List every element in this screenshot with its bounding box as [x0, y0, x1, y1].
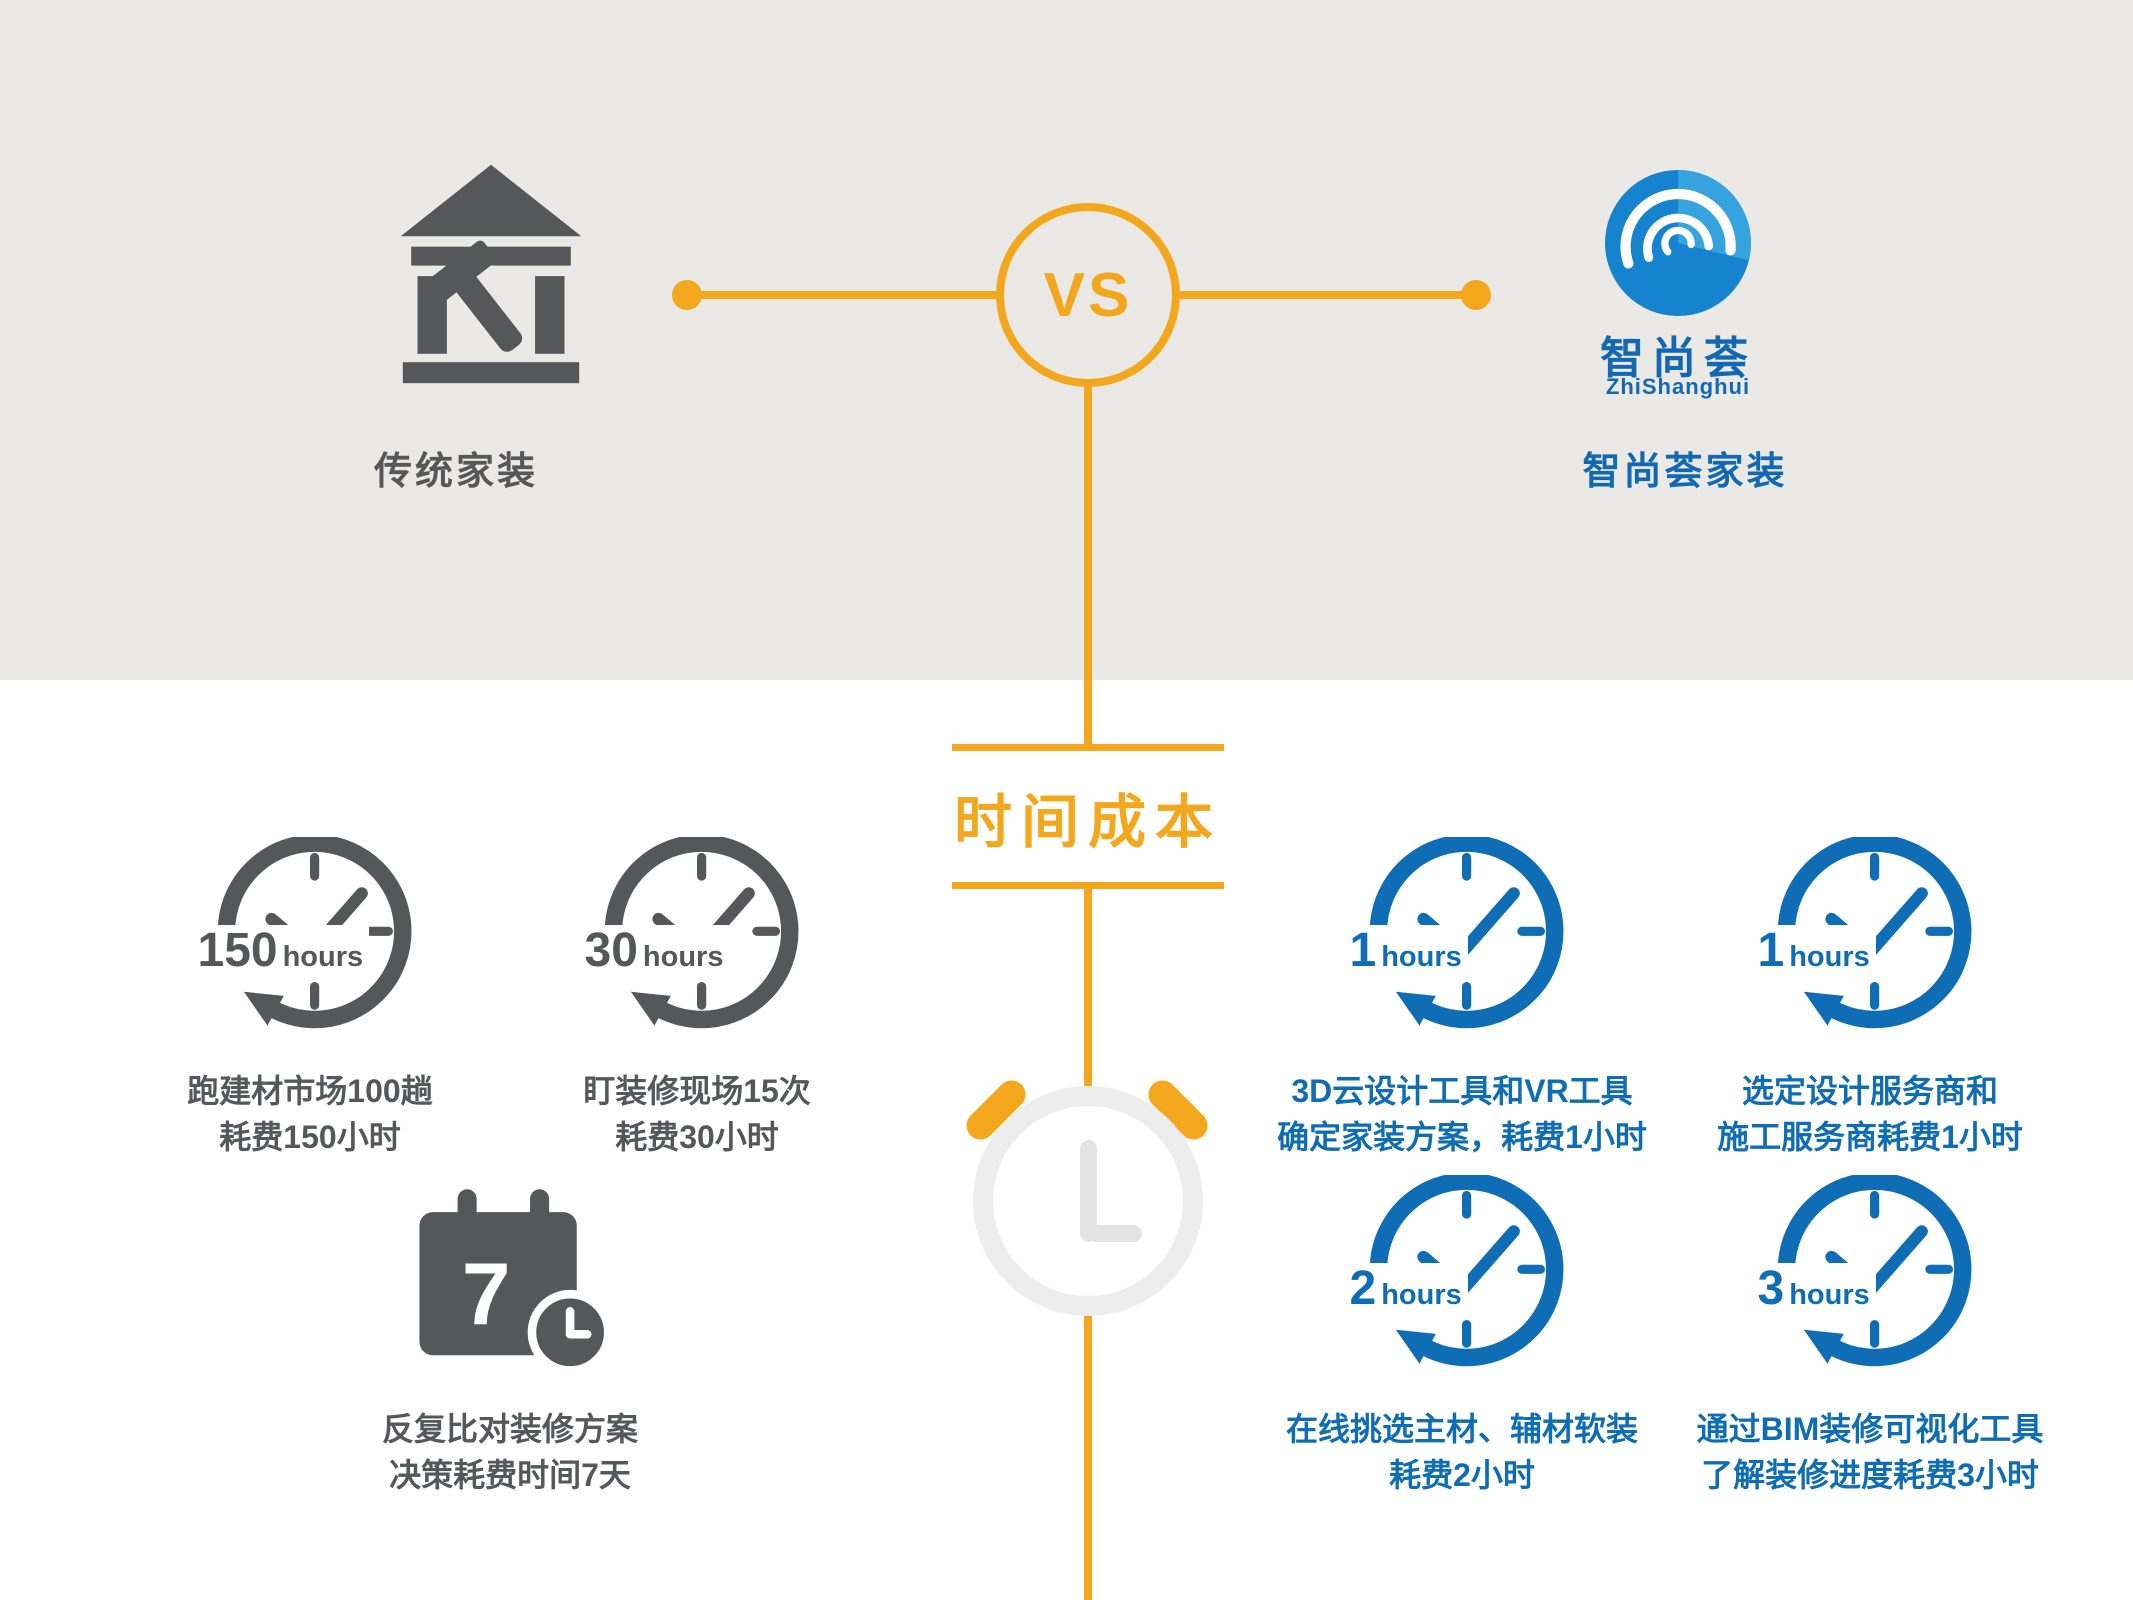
- caption-line: 3D云设计工具和VR工具: [1291, 1073, 1633, 1109]
- clock-hand-vertical: [1080, 1140, 1097, 1242]
- connector-line-right: [1180, 291, 1476, 299]
- brand-name-en: ZhiShanghui: [1605, 374, 1751, 399]
- hours-label: 2 hours: [1343, 1262, 1468, 1315]
- brand-name-cn: 智尚荟: [1600, 334, 1756, 383]
- connector-dot-right: [1461, 280, 1491, 310]
- calendar-glyph: 7: [418, 1189, 613, 1375]
- section-title-rule-bottom: [952, 882, 1224, 889]
- stat-caption: 通过BIM装修可视化工具 了解装修进度耗费3小时: [1697, 1406, 2044, 1498]
- hours-unit: hours: [282, 941, 364, 973]
- hours-label: 30 hours: [578, 924, 730, 977]
- hours-value: 3: [1757, 1262, 1785, 1315]
- calendar-day-number: 7: [461, 1246, 510, 1344]
- stat-caption: 盯装修现场15次 耗费30小时: [583, 1068, 811, 1160]
- caption-line: 决策耗费时间7天: [389, 1457, 631, 1493]
- hours-label: 3 hours: [1751, 1262, 1876, 1315]
- caption-line: 在线挑选主材、辅材软装: [1285, 1411, 1638, 1447]
- stat-brand-2-hours-materials: 2 hours 在线挑选主材、辅材软装 耗费2小时: [1212, 1172, 1712, 1498]
- center-line-upper: [1084, 387, 1092, 744]
- section-title-rule-top: [952, 744, 1224, 751]
- clock-1-hour-icon: 1 hours: [1343, 834, 1565, 1042]
- stat-brand-3-hours-bim: 3 hours 通过BIM装修可视化工具 了解装修进度耗费3小时: [1620, 1172, 2120, 1498]
- clock-hand-horizontal: [1088, 1225, 1142, 1242]
- hours-value: 1: [1757, 924, 1785, 977]
- caption-line: 耗费150小时: [219, 1119, 401, 1155]
- hours-unit: hours: [1381, 941, 1462, 973]
- stat-caption: 3D云设计工具和VR工具 确定家装方案，耗费1小时: [1277, 1068, 1647, 1160]
- bank-hammer-icon: [400, 164, 582, 384]
- hours-value: 2: [1349, 1262, 1377, 1315]
- brand-label: 智尚荟家装: [1582, 451, 1788, 493]
- caption-line: 反复比对装修方案: [381, 1411, 638, 1447]
- hours-unit: hours: [1789, 941, 1870, 973]
- stat-traditional-7-days: 7 反复比对装修方案 决策耗费时间7天: [260, 1175, 760, 1498]
- hours-value: 1: [1349, 924, 1377, 977]
- caption-line: 耗费30小时: [615, 1119, 779, 1155]
- stat-traditional-150-hours: 150 hours 跑建材市场100趟 耗费150小时: [60, 834, 560, 1160]
- traditional-label: 传统家装: [373, 451, 538, 493]
- hours-unit: hours: [1789, 1279, 1870, 1311]
- connector-dot-left: [672, 280, 702, 310]
- stat-brand-1-hour-design: 1 hours 3D云设计工具和VR工具 确定家装方案，耗费1小时: [1212, 834, 1712, 1160]
- caption-line: 盯装修现场15次: [583, 1073, 811, 1109]
- vs-badge: VS: [996, 203, 1180, 387]
- clock-150-hours-icon: 150 hours: [191, 834, 413, 1042]
- stat-traditional-30-hours: 30 hours 盯装修现场15次 耗费30小时: [447, 834, 947, 1160]
- section-title: 时间成本: [953, 790, 1222, 855]
- hours-label: 1 hours: [1343, 924, 1468, 977]
- calendar-clock-icon: 7: [408, 1175, 613, 1380]
- clock-2-hours-icon: 2 hours: [1343, 1172, 1565, 1380]
- stat-caption: 在线挑选主材、辅材软装 耗费2小时: [1286, 1406, 1638, 1498]
- hours-unit: hours: [1381, 1279, 1462, 1311]
- hours-label: 150 hours: [191, 924, 370, 977]
- caption-line: 耗费2小时: [1389, 1457, 1535, 1493]
- alarm-clock-icon: [973, 1086, 1203, 1316]
- clock-arrow-icon: [1360, 1172, 1565, 1380]
- clock-30-hours-icon: 30 hours: [578, 834, 800, 1042]
- stat-caption: 选定设计服务商和 施工服务商耗费1小时: [1717, 1068, 2023, 1160]
- caption-line: 通过BIM装修可视化工具: [1696, 1411, 2044, 1447]
- center-line-lower: [1084, 1312, 1092, 1600]
- hours-value: 30: [584, 924, 638, 977]
- hours-value: 150: [197, 924, 278, 977]
- caption-line: 施工服务商耗费1小时: [1717, 1119, 2023, 1155]
- stat-caption: 跑建材市场100趟 耗费150小时: [187, 1068, 432, 1160]
- hours-label: 1 hours: [1751, 924, 1876, 977]
- stat-brand-1-hour-providers: 1 hours 选定设计服务商和 施工服务商耗费1小时: [1620, 834, 2120, 1160]
- caption-line: 选定设计服务商和: [1741, 1073, 1998, 1109]
- caption-line: 确定家装方案，耗费1小时: [1277, 1119, 1647, 1155]
- vs-label: VS: [1043, 260, 1133, 330]
- clock-3-hours-icon: 3 hours: [1751, 1172, 1973, 1380]
- wave-swirl-logo-icon: [1605, 170, 1751, 316]
- clock-arrow-glyph: [1369, 1172, 1563, 1367]
- connector-line-left: [687, 291, 996, 299]
- center-line-middle: [1084, 889, 1092, 1089]
- caption-line: 了解装修进度耗费3小时: [1701, 1457, 2039, 1493]
- clock-1-hour-icon: 1 hours: [1751, 834, 1973, 1042]
- stat-caption: 反复比对装修方案 决策耗费时间7天: [382, 1406, 638, 1498]
- caption-line: 跑建材市场100趟: [187, 1073, 433, 1109]
- hours-unit: hours: [642, 941, 724, 973]
